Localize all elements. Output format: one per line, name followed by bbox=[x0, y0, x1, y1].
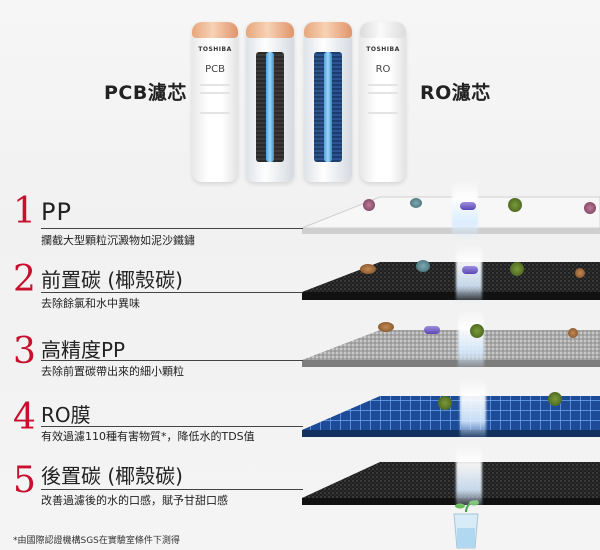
cartridge-print-line bbox=[200, 92, 230, 94]
water-channel bbox=[266, 52, 274, 162]
stage-title: 高精度PP bbox=[41, 338, 126, 362]
ro-cartridge-label: RO濾芯 bbox=[420, 82, 491, 104]
stage-description: 有效過濾110種有害物質*，降低水的TDS值 bbox=[41, 430, 255, 443]
layer-pre-carbon bbox=[302, 262, 600, 300]
stage-number: 5 bbox=[13, 460, 36, 501]
water-stream bbox=[456, 444, 482, 510]
chlorine-particle-icon bbox=[568, 328, 578, 338]
virus-icon bbox=[470, 324, 484, 338]
cartridge-type: RO bbox=[375, 64, 391, 75]
cartridge-print-line bbox=[200, 84, 230, 86]
water-stream bbox=[456, 244, 482, 304]
chlorine-particle-icon bbox=[378, 322, 394, 332]
water-channel bbox=[324, 52, 332, 162]
cartridge-print-line bbox=[200, 112, 230, 114]
cartridge-print-line bbox=[368, 92, 398, 94]
stage-divider bbox=[41, 489, 303, 490]
water-stream bbox=[458, 310, 484, 370]
sediment-particle-icon bbox=[410, 198, 422, 208]
stage-divider bbox=[41, 360, 303, 361]
bacteria-icon bbox=[424, 326, 440, 334]
sediment-particle-icon bbox=[363, 199, 375, 211]
stage-number: 2 bbox=[13, 259, 36, 300]
virus-icon bbox=[548, 392, 562, 406]
virus-icon bbox=[510, 262, 524, 276]
ro-cartridge-cutaway bbox=[304, 22, 352, 182]
layer-post-carbon bbox=[302, 462, 600, 505]
stage-description: 攔截大型顆粒沉澱物如泥沙鐵鏽 bbox=[41, 234, 195, 247]
stage-title: 後置碳 (椰殼碳) bbox=[41, 464, 183, 488]
pcb-cartridge-label: PCB濾芯 bbox=[104, 82, 187, 104]
stage-number: 1 bbox=[13, 191, 36, 232]
stage-description: 去除餘氯和水中異味 bbox=[41, 297, 140, 310]
stage-number: 4 bbox=[13, 397, 36, 438]
cartridge-cap bbox=[360, 22, 406, 38]
bacteria-icon bbox=[462, 266, 478, 274]
virus-icon bbox=[438, 396, 452, 410]
cartridge-print-line bbox=[368, 112, 398, 114]
cartridge-cap bbox=[246, 22, 294, 38]
layer-ro-membrane bbox=[302, 396, 600, 437]
water-stream bbox=[460, 378, 486, 440]
virus-icon bbox=[508, 198, 522, 212]
stage-title: RO膜 bbox=[41, 403, 91, 427]
layer-fine-pp bbox=[302, 330, 600, 367]
cartridge-print-line bbox=[368, 84, 398, 86]
stage-divider bbox=[41, 426, 303, 427]
footnote: *由國際認證機構SGS在實驗室條件下測得 bbox=[13, 536, 180, 546]
sediment-particle-icon bbox=[584, 202, 596, 214]
ro-cartridge-image: TOSHIBA RO bbox=[360, 22, 406, 182]
cartridge-cap bbox=[192, 22, 238, 38]
stage-description: 改善過濾後的水的口感，賦予甘甜口感 bbox=[41, 494, 228, 507]
water-stream bbox=[452, 180, 478, 240]
chlorine-particle-icon bbox=[575, 268, 585, 278]
stage-description: 去除前置碳帶出來的細小顆粒 bbox=[41, 365, 184, 378]
sediment-particle-icon bbox=[416, 260, 430, 272]
cartridge-cap bbox=[304, 22, 352, 38]
chlorine-particle-icon bbox=[360, 264, 376, 274]
layer-pp bbox=[301, 196, 600, 234]
pcb-cartridge-image: TOSHIBA PCB bbox=[192, 22, 238, 182]
cartridge-brand: TOSHIBA bbox=[366, 46, 400, 53]
stage-divider bbox=[41, 228, 303, 229]
pcb-cartridge-cutaway bbox=[246, 22, 294, 182]
stage-divider bbox=[41, 292, 303, 293]
stage-number: 3 bbox=[13, 331, 36, 372]
cartridge-brand: TOSHIBA bbox=[198, 46, 232, 53]
stage-title: 前置碳 (椰殼碳) bbox=[41, 268, 183, 292]
bacteria-icon bbox=[460, 202, 476, 210]
cartridge-type: PCB bbox=[205, 64, 225, 75]
stage-title: PP bbox=[41, 198, 72, 226]
